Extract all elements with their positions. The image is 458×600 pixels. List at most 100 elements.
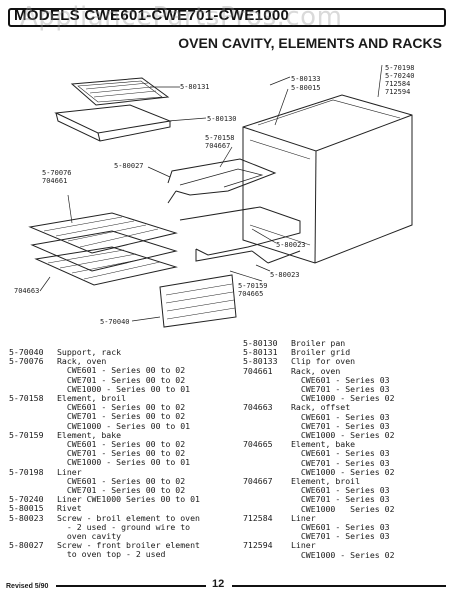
part-description: Rivet xyxy=(57,503,82,514)
label-704663: 704663 xyxy=(14,287,39,295)
part-description: Liner xyxy=(291,540,316,551)
part-row: CWE701 - Series 00 to 02 xyxy=(9,412,200,421)
part-description: CWE601 - Series 03 xyxy=(291,411,390,422)
part-row: CWE701 - Series 03 xyxy=(243,495,395,504)
part-number xyxy=(243,413,291,422)
part-description: Element, broil xyxy=(57,393,127,404)
part-description: Liner xyxy=(291,512,316,523)
part-description: CWE1000 - Series 02 xyxy=(291,430,395,441)
part-number xyxy=(9,403,57,412)
part-row: CWE1000 - Series 02 xyxy=(243,466,395,477)
part-description: CWE601 - Series 00 to 02 xyxy=(57,402,186,413)
part-description: CWE701 - Series 00 to 02 xyxy=(57,448,186,459)
label-5-80130: 5-80130 xyxy=(207,115,237,123)
part-row: oven cavity xyxy=(9,531,200,542)
part-description: CWE601 - Series 03 xyxy=(291,485,390,496)
part-number: 5-70040 xyxy=(9,347,44,357)
part-description: CWE701 - Series 03 xyxy=(291,384,390,395)
part-number xyxy=(243,376,291,385)
part-row: CWE701 - Series 03 xyxy=(243,457,395,468)
part-description: CWE1000 - Series 00 to 01 xyxy=(57,457,191,468)
label-5-70198: 5-70198 xyxy=(385,64,415,72)
part-row: CWE1000 - Series 02 xyxy=(243,550,395,560)
part-description: CWE701 - Series 00 to 02 xyxy=(57,374,186,385)
part-description: CWE1000 - Series 00 to 01 xyxy=(57,383,191,394)
oven-liner xyxy=(242,94,413,264)
part-description: oven cavity xyxy=(57,531,122,542)
part-number xyxy=(243,385,291,394)
part-description: CWE601 - Series 00 to 02 xyxy=(57,439,186,450)
part-row: CWE1000 - Series 00 to 01 xyxy=(9,421,200,431)
oven-rack-upper xyxy=(28,212,178,254)
part-row: CWE1000 Series 02 xyxy=(243,504,395,514)
part-number xyxy=(243,523,291,532)
part-description: CWE701 - Series 03 xyxy=(291,420,390,431)
part-row: CWE701 - Series 03 xyxy=(243,420,395,431)
bake-element xyxy=(179,206,301,264)
label-5-80027: 5-80027 xyxy=(114,162,144,170)
part-row: to oven top - 2 used xyxy=(9,550,200,559)
part-description: Support, rack xyxy=(57,347,122,357)
part-description: CWE1000 - Series 02 xyxy=(291,393,395,404)
label-712594: 712594 xyxy=(385,88,410,96)
part-number xyxy=(9,366,57,375)
label-5-70076: 5-70076 xyxy=(42,169,72,177)
part-row: CWE601 - Series 03 xyxy=(243,486,395,495)
part-description: CWE601 - Series 03 xyxy=(291,374,390,385)
footer-rule-right xyxy=(232,585,446,587)
part-row: CWE601 - Series 03 xyxy=(243,522,395,532)
page-title: OVEN CAVITY, ELEMENTS AND RACKS xyxy=(178,35,442,51)
label-5-80131: 5-80131 xyxy=(180,83,210,91)
label-5-70040: 5-70040 xyxy=(100,318,130,326)
part-number: 704667 xyxy=(243,476,273,487)
part-number: 5-80023 xyxy=(9,512,44,523)
part-row: CWE701 - Series 03 xyxy=(243,384,395,395)
part-description: Element, bake xyxy=(57,429,122,440)
label-5-80015: 5-80015 xyxy=(291,84,321,92)
part-number xyxy=(243,551,291,560)
models-header: MODELS CWE601-CWE701-CWE1000 xyxy=(14,7,290,24)
part-row: 5-70158 Element, broil xyxy=(9,393,200,404)
part-description: CWE601 - Series 00 to 02 xyxy=(57,365,186,376)
part-description: CWE1000 - Series 02 xyxy=(291,466,395,477)
part-description: Broiler pan xyxy=(291,338,346,348)
label-712584: 712584 xyxy=(385,80,410,88)
part-number xyxy=(243,422,291,431)
part-number xyxy=(9,523,57,532)
part-number: 5-70158 xyxy=(9,393,44,404)
part-row: CWE601 - Series 00 to 02 xyxy=(9,439,200,450)
part-row: 5-70040 Support, rack xyxy=(9,347,200,357)
part-row: CWE1000 - Series 02 xyxy=(243,394,395,403)
label-5-70240: 5-70240 xyxy=(385,72,415,80)
part-description: Rack, offset xyxy=(291,402,351,413)
part-number: 5-80015 xyxy=(9,503,44,514)
part-description: Element, bake xyxy=(291,439,356,450)
models-header-box xyxy=(8,8,446,27)
part-number: 5-80131 xyxy=(243,347,278,358)
broiler-pan xyxy=(54,104,172,142)
part-row: CWE1000 - Series 02 xyxy=(243,430,395,441)
part-row: CWE701 - Series 00 to 02 xyxy=(9,374,200,385)
oven-rack-lower xyxy=(30,230,178,286)
part-row: CWE1000 - Series 00 to 01 xyxy=(9,383,200,394)
part-number xyxy=(243,449,291,458)
part-number: 704661 xyxy=(243,365,273,376)
label-5-80023-upper: 5-80023 xyxy=(276,241,306,249)
part-row: - 2 used - ground wire to xyxy=(9,522,200,532)
part-description: CWE701 - Series 03 xyxy=(291,457,390,468)
part-description: Rack, oven xyxy=(291,365,341,376)
label-704665: 704665 xyxy=(238,290,263,298)
part-description: to oven top - 2 used xyxy=(57,549,166,560)
